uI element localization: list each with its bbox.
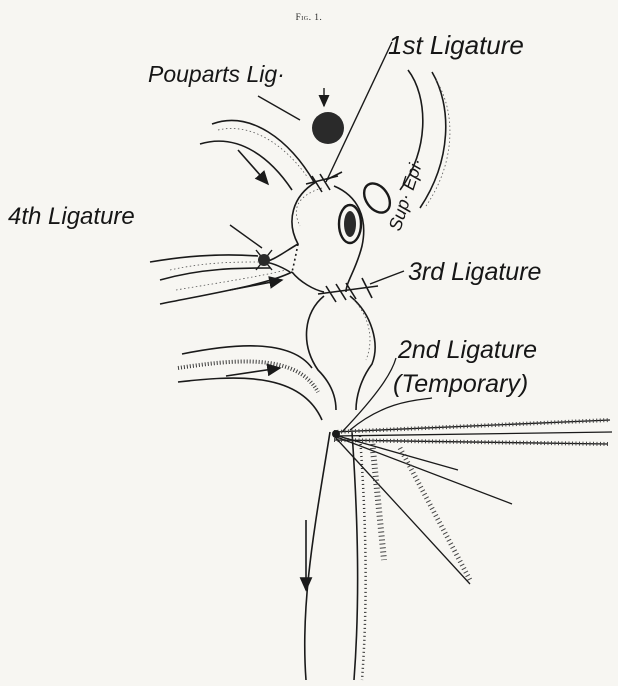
first-ligature-label: 1st Ligature [388,30,524,60]
middle-flow-arrow [230,280,282,290]
fourth-ligature-knot [256,250,272,270]
upper-vessel [200,121,314,190]
sup-epi-label: Sup· Epi· [385,156,427,234]
temporary-label: (Temporary) [393,370,528,398]
third-ligature-pointer [370,271,404,284]
first-ligature-pointer [326,42,392,182]
lower-main-vessel [305,432,366,680]
third-ligature-label: 3rd Ligature [408,258,541,286]
pouparts-ligament-section [312,112,344,144]
pouparts-ligament-label: Pouparts Lig· [148,61,285,87]
fourth-ligature-pointer [230,225,262,248]
upper-flow-arrow [238,150,268,184]
second-ligature-label: 2nd Ligature [397,336,537,364]
vessel-opening-lumen [344,211,356,237]
lower-left-vessel [178,346,322,420]
fourth-ligature-label: 4th Ligature [8,203,135,230]
pouparts-leader [258,96,300,120]
second-ligature-knot [332,430,340,438]
first-ligature-knot [306,172,342,192]
lower-left-flow-arrow [226,368,280,376]
